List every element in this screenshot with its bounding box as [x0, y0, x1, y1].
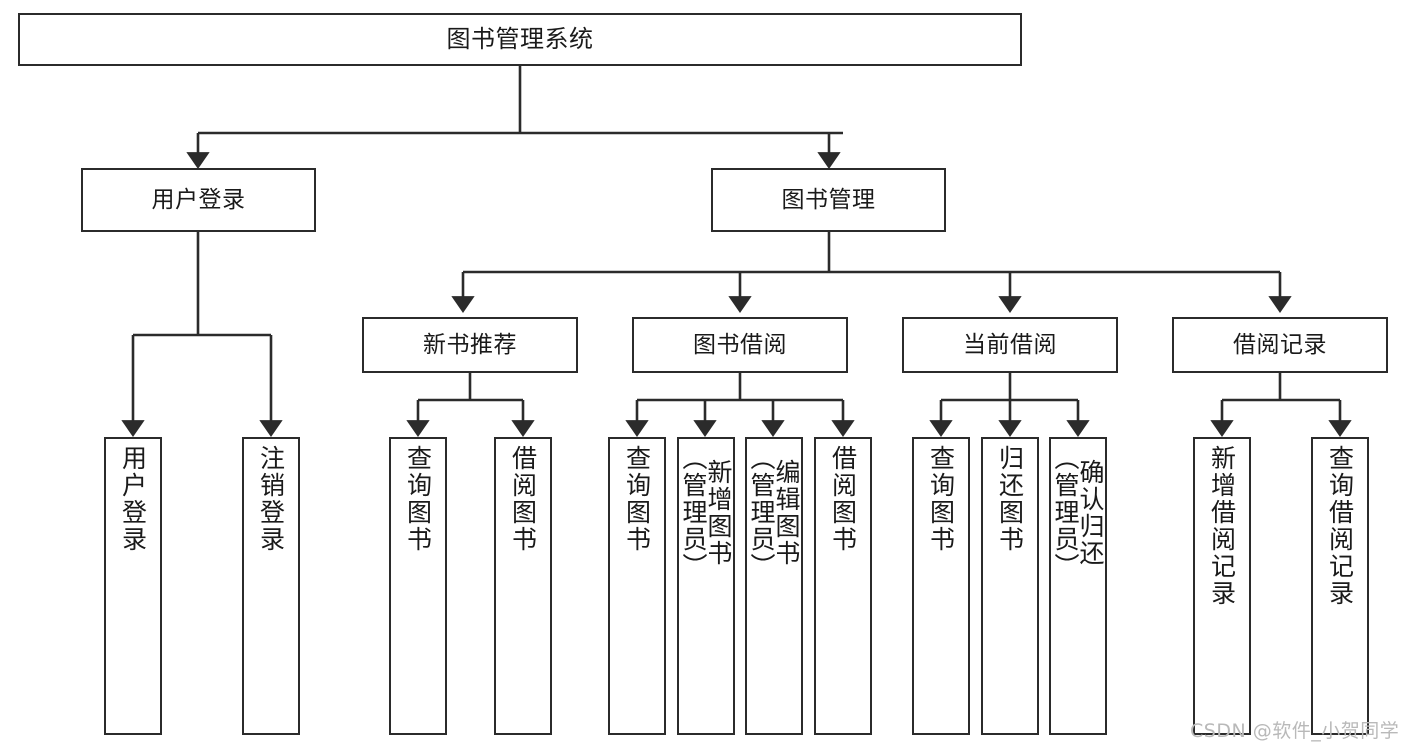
leaf-logout[interactable]: 注销登录	[242, 437, 300, 735]
node-label: 图书管理	[781, 186, 876, 213]
leaf-add-book-admin[interactable]: 新增图书 （管理员）	[677, 437, 735, 735]
leaf-query-book-borrow[interactable]: 查询图书	[608, 437, 666, 735]
leaf-query-borrow-record[interactable]: 查询借阅记录	[1311, 437, 1369, 735]
node-label: 用户登录	[151, 186, 246, 213]
leaf-query-book-current[interactable]: 查询图书	[912, 437, 970, 735]
node-label: 新书推荐	[423, 331, 517, 358]
node-label: 注销登录	[256, 445, 286, 553]
node-book-borrow[interactable]: 图书借阅	[632, 317, 848, 373]
leaf-confirm-return-admin[interactable]: 确认归还 （管理员）	[1049, 437, 1107, 735]
node-book-management[interactable]: 图书管理	[711, 168, 946, 232]
node-label: 新增借阅记录	[1207, 445, 1237, 607]
leaf-edit-book-admin[interactable]: 编辑图书 （管理员）	[745, 437, 803, 735]
leaf-add-borrow-record[interactable]: 新增借阅记录	[1193, 437, 1251, 735]
node-label: 查询图书	[926, 445, 956, 553]
node-label: 借阅图书	[828, 445, 858, 553]
node-user-login[interactable]: 用户登录	[81, 168, 316, 232]
node-root-book-management-system[interactable]: 图书管理系统	[18, 13, 1022, 66]
node-current-borrow[interactable]: 当前借阅	[902, 317, 1118, 373]
node-label: 当前借阅	[963, 331, 1057, 358]
node-label: 归还图书	[995, 445, 1025, 553]
leaf-return-book[interactable]: 归还图书	[981, 437, 1039, 735]
node-label: 查询图书	[622, 445, 652, 553]
node-label: 借阅记录	[1233, 331, 1327, 358]
node-label: 图书管理系统	[446, 24, 594, 53]
node-label: 新增图书 （管理员）	[679, 445, 733, 580]
leaf-query-book-recommend[interactable]: 查询图书	[389, 437, 447, 735]
node-label: 查询借阅记录	[1325, 445, 1355, 607]
node-borrow-record[interactable]: 借阅记录	[1172, 317, 1388, 373]
leaf-borrow-book[interactable]: 借阅图书	[814, 437, 872, 735]
node-label: 借阅图书	[508, 445, 538, 553]
node-label: 确认归还 （管理员）	[1051, 445, 1105, 580]
node-label: 查询图书	[403, 445, 433, 553]
node-label: 编辑图书 （管理员）	[747, 445, 801, 580]
csdn-watermark: CSDN @软件_小贺同学	[1190, 720, 1400, 742]
node-new-book-recommend[interactable]: 新书推荐	[362, 317, 578, 373]
node-label: 图书借阅	[693, 331, 787, 358]
node-label: 用户登录	[118, 445, 148, 553]
leaf-user-login[interactable]: 用户登录	[104, 437, 162, 735]
leaf-borrow-book-recommend[interactable]: 借阅图书	[494, 437, 552, 735]
